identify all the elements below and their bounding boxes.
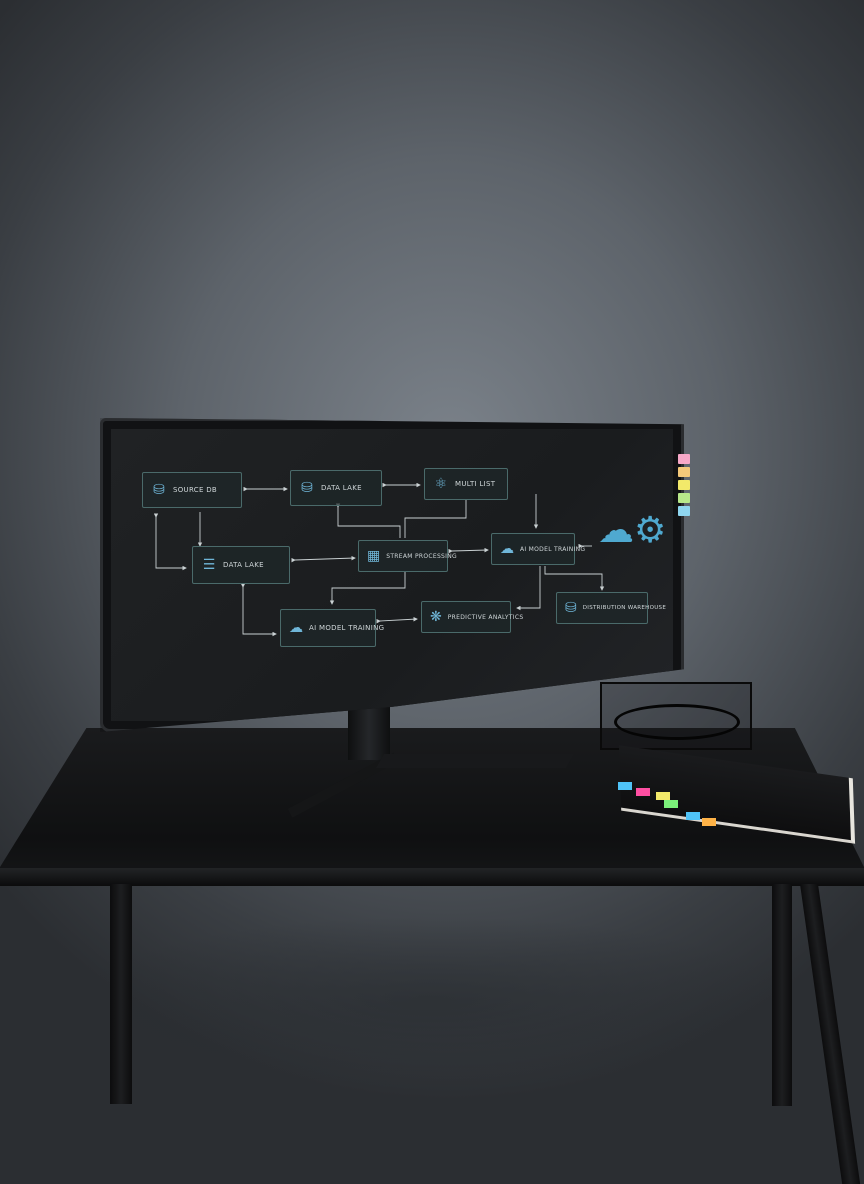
desk-leg-left: [110, 884, 132, 1104]
notebook-flag: [636, 788, 650, 796]
floor-shadow: [0, 880, 864, 1184]
node-label: DISTRIBUTION WAREHOUSE: [582, 605, 667, 611]
notebook-flag: [686, 812, 700, 820]
cloud-icon: ☁: [289, 620, 303, 636]
connector: [404, 500, 467, 538]
node-label: STREAM PROCESSING: [386, 552, 457, 560]
brain-icon: ❋: [430, 609, 442, 625]
coiled-cable: [614, 704, 740, 740]
wire-cable-box: [600, 682, 752, 750]
node-distribution-warehouse: ⛁ DISTRIBUTION WAREHOUSE: [556, 592, 666, 624]
connector: [516, 566, 541, 611]
connector: [376, 616, 418, 624]
node-multi-list: ⚛ MULTI LIST: [424, 468, 508, 500]
database-icon: ⛁: [565, 600, 577, 616]
node-ai-model-training-bottom: ☁ AI MODEL TRAINING: [280, 609, 384, 647]
node-label: PREDICTIVE ANALYTICS: [447, 613, 524, 621]
node-label: DATA LAKE: [321, 484, 362, 492]
cloud-icon: ☁: [500, 541, 514, 557]
node-data-lake-top: ⛁ DATA LAKE: [290, 470, 382, 506]
stack-icon: ☰: [202, 557, 216, 573]
notebook-flag: [702, 818, 716, 826]
node-predictive-analytics: ❋ PREDICTIVE ANALYTICS: [421, 601, 523, 633]
node-label: AI MODEL TRAINING: [309, 624, 385, 632]
cloud-gear-icon: ☁⚙: [598, 510, 667, 551]
node-label: DATA LAKE: [223, 561, 264, 569]
node-stream-processing: ▦ STREAM PROCESSING: [358, 540, 457, 572]
network-icon: ⚛: [434, 476, 448, 492]
notebook-flag: [656, 792, 670, 800]
connector: [335, 503, 401, 538]
sticky-note: [678, 467, 690, 477]
sticky-note: [678, 506, 690, 516]
connector: [329, 571, 406, 605]
node-ai-model-training-right: ☁ AI MODEL TRAINING: [491, 533, 585, 565]
sticky-note: [678, 454, 690, 464]
node-label: MULTI LIST: [455, 480, 496, 488]
notebook-flag: [664, 800, 678, 808]
node-label: AI MODEL TRAINING: [520, 545, 586, 553]
connector: [544, 566, 605, 591]
sticky-note: [678, 493, 690, 503]
connector: [153, 513, 187, 571]
node-label: SOURCE DB: [173, 486, 218, 494]
notebook-flag: [618, 782, 632, 790]
database-icon: ⛁: [301, 480, 313, 496]
desk-leg-right: [772, 884, 792, 1106]
node-source-db: ⛁ SOURCE DB: [142, 472, 242, 508]
connector: [240, 583, 277, 637]
connector: [448, 547, 489, 554]
database-icon: ⛁: [153, 482, 165, 498]
desk-edge: [0, 868, 864, 886]
sticky-note: [678, 480, 690, 490]
node-data-lake-mid: ☰ DATA LAKE: [192, 546, 290, 584]
grid-icon: ▦: [367, 548, 381, 564]
connector: [291, 555, 356, 563]
